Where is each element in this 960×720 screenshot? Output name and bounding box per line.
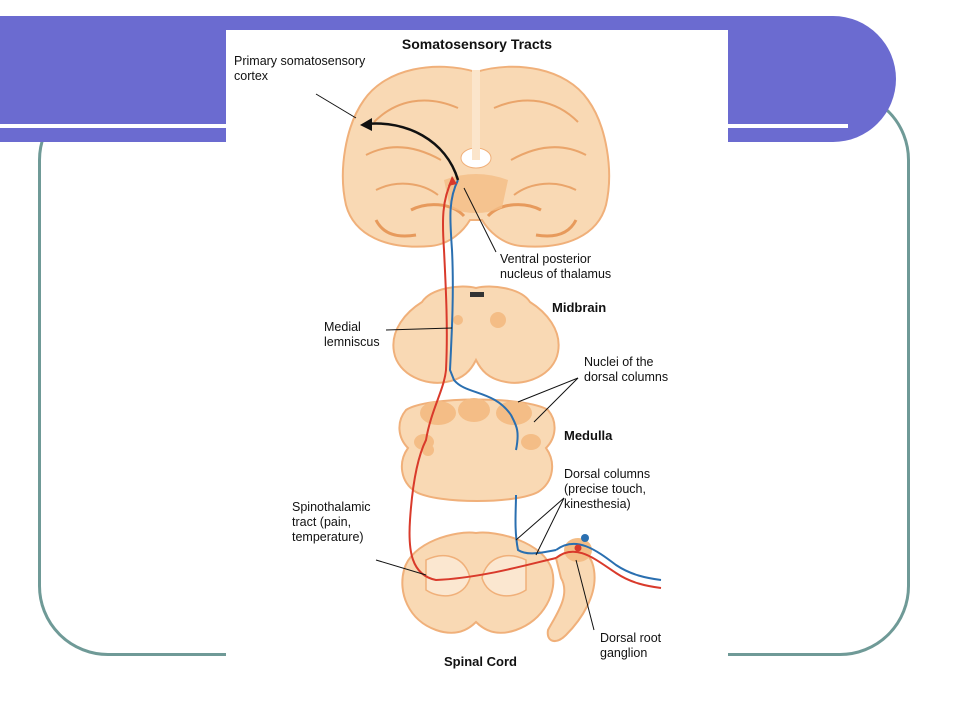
- label-cortex: Primary somatosensory cortex: [234, 54, 366, 83]
- spinal-cord-section: [401, 531, 596, 642]
- diagram-illustration: [315, 65, 662, 642]
- midbrain-section: [392, 285, 560, 384]
- diagram-panel: Somatosensory Tracts Primary somatosenso…: [226, 30, 728, 690]
- label-midbrain: Midbrain: [552, 300, 607, 315]
- label-dorsal-root-ganglion: Dorsal root ganglion: [600, 631, 662, 660]
- label-medulla: Medulla: [564, 428, 613, 443]
- leader-lines: [315, 93, 595, 631]
- brain-section: [341, 65, 611, 248]
- label-spinal-cord: Spinal Cord: [444, 654, 517, 669]
- label-medial-lemniscus: Medial lemniscus: [324, 320, 380, 349]
- label-thalamus: Ventral posterior nucleus of thalamus: [500, 252, 612, 281]
- label-spinothalamic-tract: Spinothalamic tract (pain, temperature): [292, 500, 371, 544]
- label-nuclei-dorsal-columns: Nuclei of the dorsal columns: [584, 355, 669, 384]
- label-dorsal-columns: Dorsal columns (precise touch, kinesthes…: [564, 467, 651, 511]
- diagram-title: Somatosensory Tracts: [401, 36, 553, 52]
